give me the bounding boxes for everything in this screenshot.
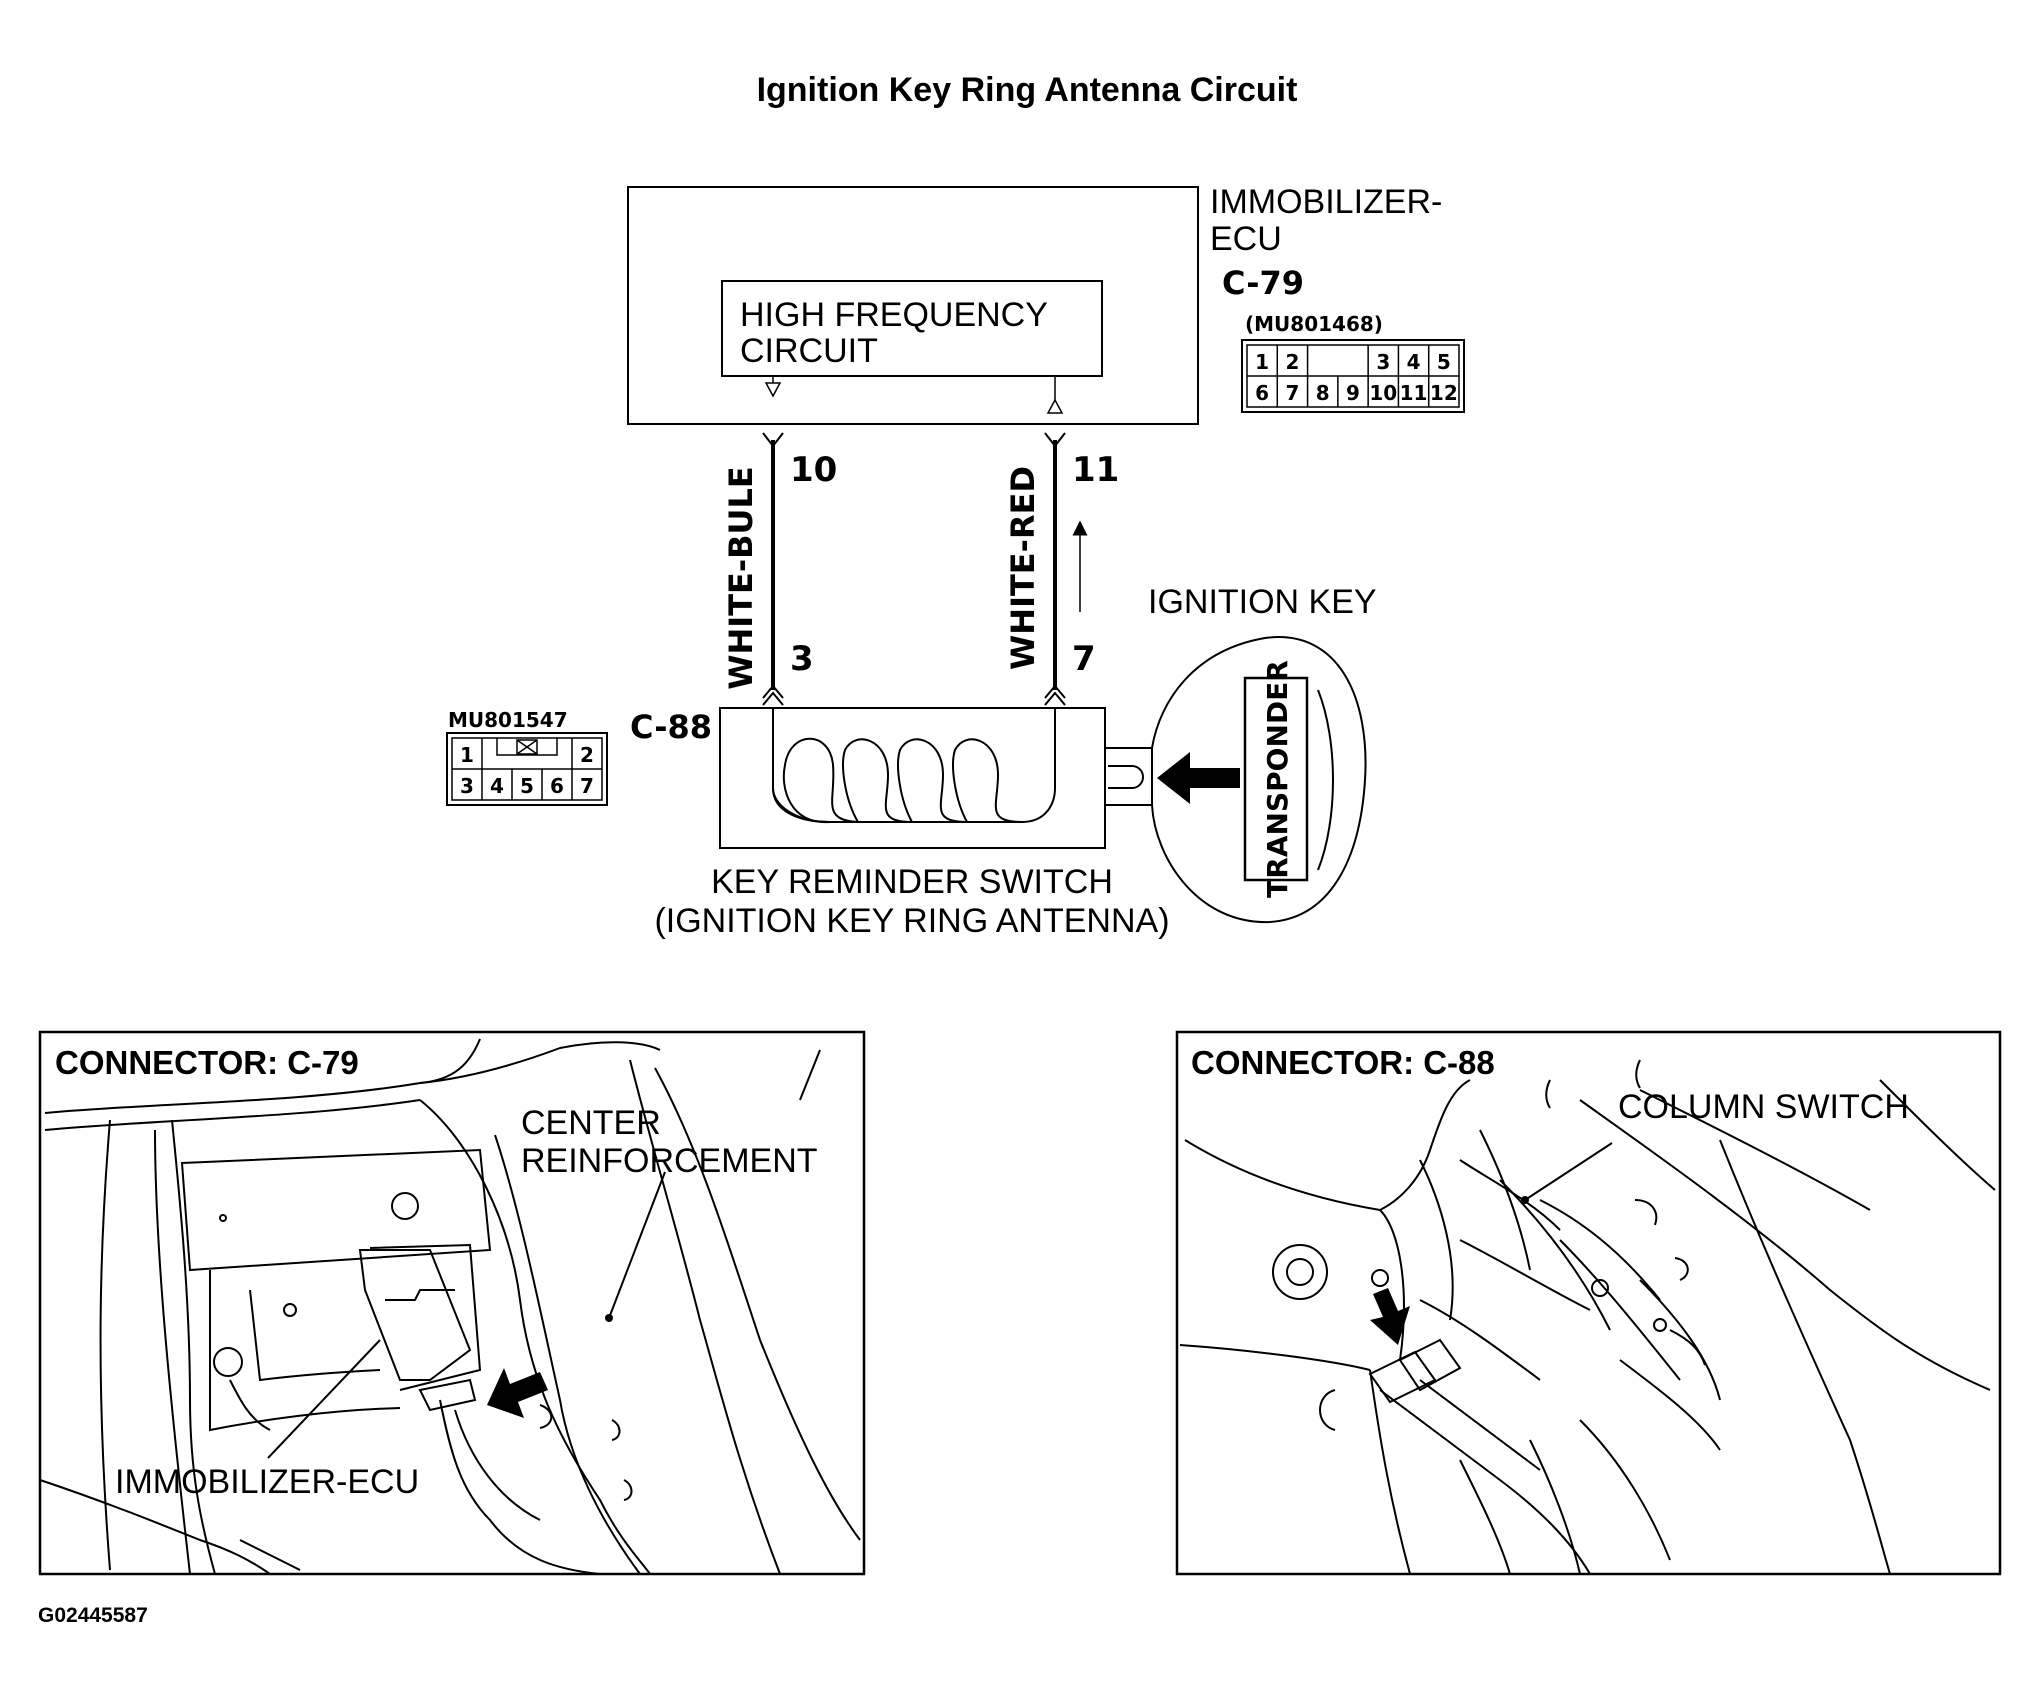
high-frequency-circuit-box: [721, 280, 1103, 377]
ecu-name: IMMOBILIZER-: [1210, 183, 1442, 221]
wire-2-bottom-pin: 7: [1072, 639, 1096, 679]
antenna-coil: [772, 708, 1056, 824]
ecu-pin: 10: [1369, 381, 1397, 405]
switch-label: KEY REMINDER SWITCH: [711, 863, 1113, 901]
output-triangle-icon: [764, 382, 782, 398]
ecu-name-2: ECU: [1210, 220, 1282, 258]
switch-pin: 7: [580, 774, 594, 798]
switch-pin: 3: [460, 774, 474, 798]
switch-part-number: MU801547: [448, 708, 568, 732]
switch-pin: 2: [580, 743, 594, 767]
key-edge-arc: [1317, 689, 1334, 871]
input-triangle-icon: [1046, 398, 1064, 414]
figure-id: G02445587: [38, 1604, 148, 1627]
ecu-pin: 8: [1316, 381, 1330, 405]
switch-pin: 5: [520, 774, 534, 798]
connector-pointer-arrow-icon: [1370, 1288, 1410, 1345]
ecu-pin: 4: [1407, 350, 1421, 374]
insert-direction-arrow-icon: [1157, 752, 1240, 804]
wire-2-color: WHITE-RED: [1004, 466, 1042, 670]
switch-pin: 1: [460, 743, 474, 767]
wire-1-color: WHITE-BULE: [722, 466, 760, 690]
wire-1-top-pin: 10: [790, 450, 837, 490]
panel-c79-label-ecu: IMMOBILIZER-ECU: [115, 1463, 419, 1501]
ecu-pin: 5: [1437, 350, 1451, 374]
panel-c79-title: CONNECTOR: C-79: [55, 1044, 359, 1081]
ignition-key-label: IGNITION KEY: [1148, 583, 1377, 621]
connector-pointer-arrow-icon: [487, 1368, 548, 1418]
panel-c79-label-reinforcement: REINFORCEMENT: [521, 1142, 818, 1180]
switch-label-2: (IGNITION KEY RING ANTENNA): [654, 902, 1169, 940]
panel-c88-label-column-switch: COLUMN SWITCH: [1618, 1088, 1909, 1126]
switch-connector-face: 1 2 3 4 5 6 7: [446, 732, 608, 806]
switch-pin: 6: [550, 774, 564, 798]
ecu-connector-id: C-79: [1222, 264, 1304, 302]
panel-c79-label-center: CENTER: [521, 1104, 661, 1142]
switch-pin: 4: [490, 774, 504, 798]
ecu-pin: 9: [1346, 381, 1360, 405]
panel-c79: CONNECTOR: C-79 CENTER REINFORCEMENT IMM…: [38, 1030, 866, 1576]
transponder-box: [1243, 676, 1309, 882]
key-slot: [1105, 747, 1153, 806]
ecu-pin: 2: [1285, 350, 1299, 374]
ecu-pin: 6: [1255, 381, 1269, 405]
wire-1-bottom-pin: 3: [790, 639, 814, 679]
transponder-label: TRANSPONDER: [1261, 660, 1294, 898]
switch-connector-id: C-88: [630, 708, 712, 746]
ignition-key-outline: [1151, 636, 1367, 924]
ecu-box: [627, 186, 1199, 425]
ecu-pin: 1: [1255, 350, 1269, 374]
panel-c88: CONNECTOR: C-88 COLUMN SWITCH: [1175, 1030, 2002, 1576]
key-reminder-switch-box: [719, 707, 1106, 849]
diagram-title: Ignition Key Ring Antenna Circuit: [757, 71, 1298, 109]
ecu-pin: 3: [1376, 350, 1390, 374]
wire-2-top-pin: 11: [1072, 450, 1119, 490]
high-frequency-circuit-label-2: CIRCUIT: [740, 332, 878, 370]
ecu-pin: 7: [1285, 381, 1299, 405]
ecu-part-number: (MU801468): [1245, 312, 1383, 336]
panel-c88-title: CONNECTOR: C-88: [1191, 1044, 1495, 1081]
high-frequency-circuit-label: HIGH FREQUENCY: [740, 296, 1048, 334]
ecu-pin: 12: [1430, 381, 1458, 405]
ecu-pin: 11: [1400, 381, 1428, 405]
